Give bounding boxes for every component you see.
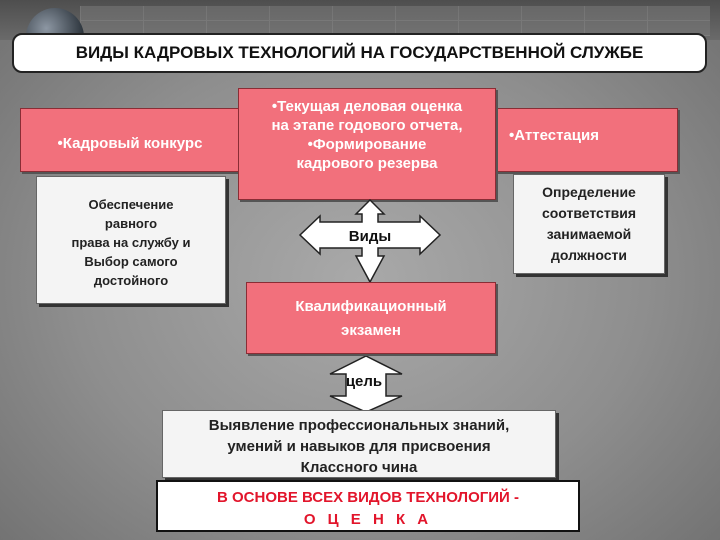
- konkurs-desc-line-2: равного: [104, 216, 158, 231]
- exam-line-1: Квалификационный: [295, 298, 447, 315]
- goal-arrow-label: цель: [345, 373, 383, 390]
- world-map-strip: [80, 6, 710, 36]
- konkurs-desc-line-4: Выбор самого: [84, 254, 178, 269]
- konkurs-desc-line-1: Обеспечение: [88, 197, 174, 212]
- evaluation-line-4: кадрового резерва: [296, 155, 438, 172]
- types-arrow-label: Виды: [348, 228, 392, 245]
- goal-box: Выявление профессиональных знаний, умени…: [162, 410, 556, 478]
- evaluation-line-3: •Формирование: [307, 136, 427, 153]
- goal-line-2: умений и навыков для присвоения: [227, 438, 491, 455]
- attestation-desc-line-3: занимаемой: [546, 226, 632, 242]
- evaluation-line-1: •Текущая деловая оценка: [271, 98, 463, 115]
- attestation-desc-line-2: соответствия: [541, 205, 637, 221]
- attestation-desc-line-4: должности: [551, 247, 627, 263]
- basis-line-2: О Ц Е Н К А: [303, 511, 433, 528]
- attestation-desc-line-1: Определение: [542, 184, 636, 200]
- goal-line-3: Классного чина: [300, 459, 418, 476]
- attestation-description: Определение соответствия занимаемой долж…: [513, 174, 665, 274]
- slide-title: ВИДЫ КАДРОВЫХ ТЕХНОЛОГИЙ НА ГОСУДАРСТВЕН…: [12, 33, 707, 73]
- konkurs-desc-line-3: права на службу и: [71, 235, 191, 250]
- evaluation-line-2: на этапе годового отчета,: [271, 117, 463, 134]
- type-qualification-exam: Квалификационный экзамен: [246, 282, 496, 354]
- type-current-evaluation: •Текущая деловая оценка на этапе годовог…: [238, 88, 496, 200]
- goal-line-1: Выявление профессиональных знаний,: [208, 417, 510, 434]
- type-kadrovyi-konkurs: •Кадровый конкурс: [20, 108, 240, 172]
- basis-line-1: В ОСНОВЕ ВСЕХ ВИДОВ ТЕХНОЛОГИЙ -: [217, 489, 519, 506]
- type-attestation: •Аттестация: [496, 108, 678, 172]
- basis-box: В ОСНОВЕ ВСЕХ ВИДОВ ТЕХНОЛОГИЙ - О Ц Е Н…: [156, 480, 580, 532]
- konkurs-desc-line-5: достойного: [93, 273, 169, 288]
- konkurs-description: Обеспечение равного права на службу и Вы…: [36, 176, 226, 304]
- exam-line-2: экзамен: [341, 322, 401, 339]
